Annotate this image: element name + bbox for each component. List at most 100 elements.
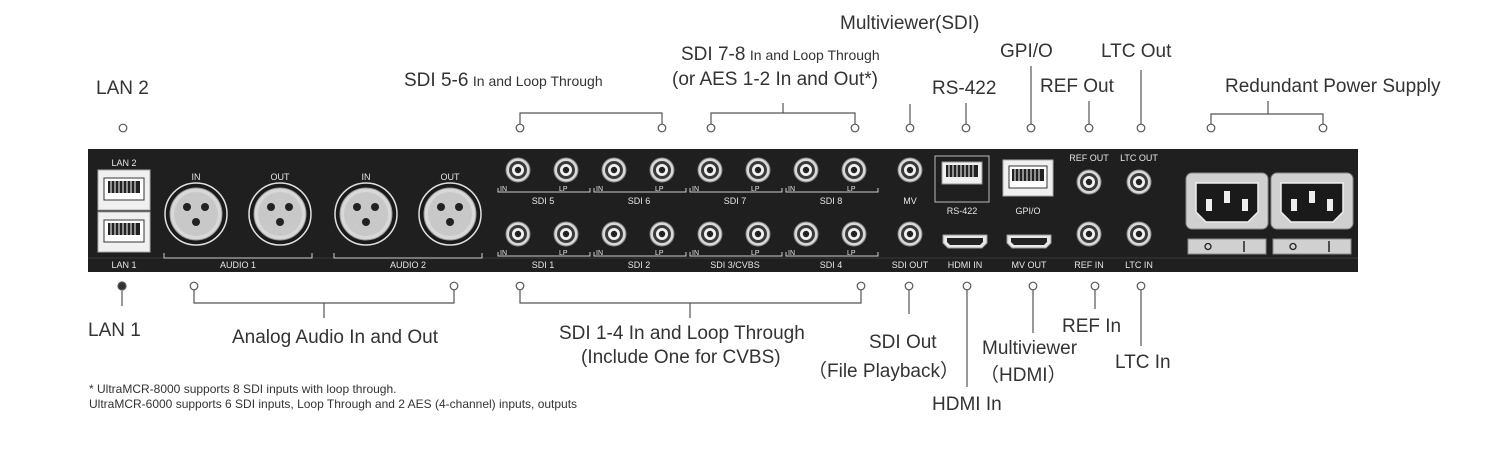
callout-sdi-out-line1: SDI Out xyxy=(869,332,937,353)
bnc-ltc-out xyxy=(1126,169,1152,195)
lan2-port xyxy=(97,169,151,211)
bnc-sdi6-in xyxy=(601,157,627,183)
callout-sdi56-small: In and Loop Through xyxy=(472,73,603,89)
bnc-sdi2-lp xyxy=(649,221,675,247)
marker xyxy=(962,281,972,291)
panel-label-lp: LP xyxy=(751,250,760,257)
marker xyxy=(1318,123,1328,133)
panel-label-in: IN xyxy=(500,186,507,193)
hdmi-in-port xyxy=(942,234,988,249)
callout-rs422: RS-422 xyxy=(932,78,997,99)
panel-label-lp: LP xyxy=(559,250,568,257)
marker xyxy=(850,123,860,133)
callout-hdmi-in: HDMI In xyxy=(932,394,1002,415)
panel-label-lan2: LAN 2 xyxy=(111,158,136,168)
bnc-mv xyxy=(897,157,923,183)
bnc-sdi2-in xyxy=(601,221,627,247)
rs422-port xyxy=(934,155,990,203)
callout-sdi14-line2: (Include One for CVBS) xyxy=(581,347,781,368)
panel-label-audio1-in: IN xyxy=(192,172,201,182)
panel-label-in: IN xyxy=(500,250,507,257)
panel-label-sdi8: SDI 8 xyxy=(820,196,843,206)
panel-label-audio2-out: OUT xyxy=(441,172,461,182)
callout-ltc-out: LTC Out xyxy=(1101,41,1172,62)
panel-label-lp: LP xyxy=(847,250,856,257)
marker xyxy=(1090,281,1100,291)
callout-sdi-out-line2: （File Playback） xyxy=(808,361,959,382)
callout-sdi78: SDI 7-8 In and Loop Through xyxy=(681,44,880,66)
panel-label-sdi6: SDI 6 xyxy=(628,196,651,206)
footnote-line2: UltraMCR-6000 supports 6 SDI inputs, Loo… xyxy=(89,397,578,411)
panel-label-lp: LP xyxy=(559,186,568,193)
panel-label-lp: LP xyxy=(655,186,664,193)
bnc-ref-out xyxy=(1076,169,1102,195)
panel-label-hdmi-in: HDMI IN xyxy=(948,260,983,270)
panel-label-sdi3: SDI 3/CVBS xyxy=(710,260,760,270)
marker xyxy=(1136,123,1146,133)
callout-lan2: LAN 2 xyxy=(96,78,149,99)
marker xyxy=(515,281,525,291)
panel-label-sdi7: SDI 7 xyxy=(724,196,747,206)
marker xyxy=(1206,123,1216,133)
panel-label-mv-out: MV OUT xyxy=(1012,260,1048,270)
bnc-sdi4-in xyxy=(793,221,819,247)
panel-label-sdi4: SDI 4 xyxy=(820,260,843,270)
callout-multiviewer-hdmi-line1: Multiviewer xyxy=(982,338,1078,359)
panel-label-lp: LP xyxy=(751,186,760,193)
panel-label-sdi-out: SDI OUT xyxy=(892,260,929,270)
panel-label-gpio: GPI/O xyxy=(1015,206,1040,216)
power-supply-1 xyxy=(1185,172,1269,255)
bnc-ref-in xyxy=(1076,221,1102,247)
callout-sdi14-line1: SDI 1-4 In and Loop Through xyxy=(559,323,805,344)
panel-label-lp: LP xyxy=(655,250,664,257)
panel-label-in: IN xyxy=(788,186,795,193)
bnc-ltc-in xyxy=(1126,221,1152,247)
panel-label-ltc-out: LTC OUT xyxy=(1120,153,1158,163)
callout-sdi78-line2: (or AES 1-2 In and Out*) xyxy=(672,69,878,90)
panel-label-rs422: RS-422 xyxy=(947,206,978,216)
bnc-sdi5-in xyxy=(505,157,531,183)
panel-label-audio2: AUDIO 2 xyxy=(390,260,426,270)
marker xyxy=(856,281,866,291)
panel-label-sdi2: SDI 2 xyxy=(628,260,651,270)
bnc-sdi5-lp xyxy=(553,157,579,183)
callout-analog-audio: Analog Audio In and Out xyxy=(232,327,438,348)
callout-lan1: LAN 1 xyxy=(88,320,141,341)
hdmi-mv-out-port xyxy=(1006,234,1052,249)
panel-label-in: IN xyxy=(788,250,795,257)
marker-filled xyxy=(117,281,127,291)
callout-sdi56-main: SDI 5-6 xyxy=(404,70,469,91)
panel-label-audio2-in: IN xyxy=(362,172,371,182)
bnc-sdi4-lp xyxy=(841,221,867,247)
callout-multiviewer-hdmi-line2: （HDMI） xyxy=(980,365,1067,386)
xlr-audio1-in xyxy=(164,182,228,246)
bnc-sdi7-in xyxy=(697,157,723,183)
gpio-port xyxy=(1002,159,1054,197)
bnc-sdi8-lp xyxy=(841,157,867,183)
panel-label-in: IN xyxy=(692,186,699,193)
callout-gpio: GPI/O xyxy=(1000,41,1053,62)
callout-ltc-in: LTC In xyxy=(1115,352,1171,373)
bnc-sdi6-lp xyxy=(649,157,675,183)
footnote-line1: * UltraMCR-8000 supports 8 SDI inputs wi… xyxy=(89,382,397,396)
lan1-port xyxy=(97,211,151,253)
bnc-sdi1-lp xyxy=(553,221,579,247)
panel-label-in: IN xyxy=(596,186,603,193)
panel-label-sdi1: SDI 1 xyxy=(532,260,555,270)
bnc-sdi3-in xyxy=(697,221,723,247)
xlr-audio2-in xyxy=(334,182,398,246)
panel-label-ref-out: REF OUT xyxy=(1069,153,1109,163)
panel-label-ref-in: REF IN xyxy=(1074,260,1104,270)
callout-multiviewer-sdi: Multiviewer(SDI) xyxy=(840,13,980,34)
panel-label-audio1-out: OUT xyxy=(271,172,291,182)
callout-sdi78-main: SDI 7-8 xyxy=(681,44,746,65)
marker xyxy=(905,123,915,133)
panel-label-audio1: AUDIO 1 xyxy=(220,260,256,270)
panel-label-in: IN xyxy=(596,250,603,257)
panel-label-sdi5: SDI 5 xyxy=(532,196,555,206)
bnc-sdi1-in xyxy=(505,221,531,247)
panel-label-ltc-in: LTC IN xyxy=(1125,260,1153,270)
xlr-audio1-out xyxy=(248,182,312,246)
marker xyxy=(1136,281,1146,291)
